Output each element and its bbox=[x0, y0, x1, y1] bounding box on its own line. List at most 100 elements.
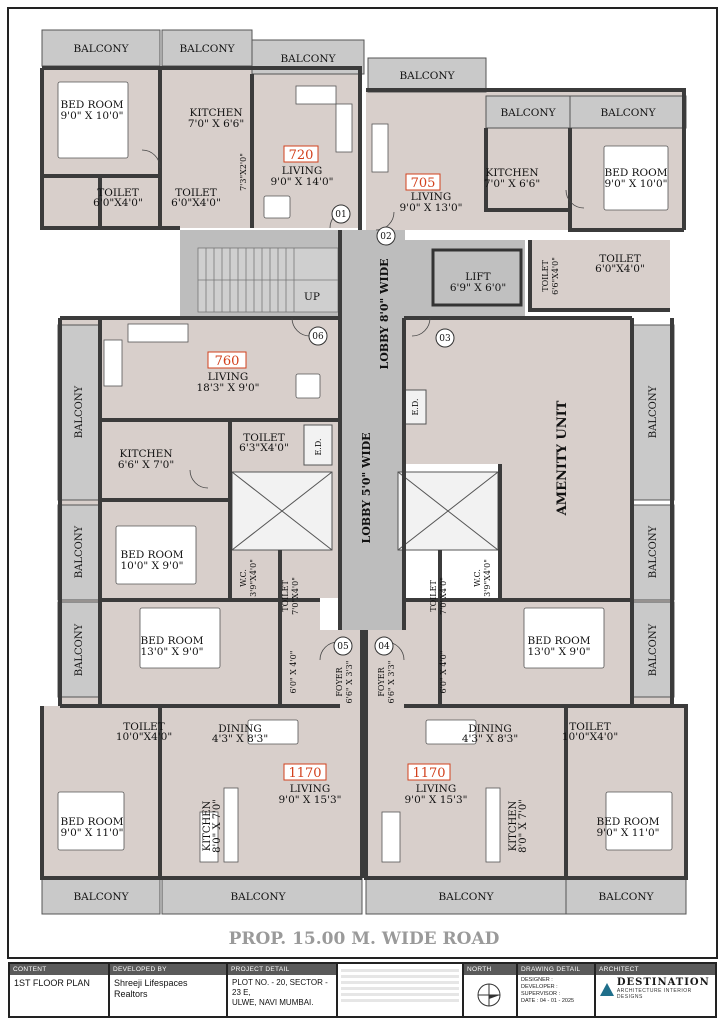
foyer-dim: 6'6" X 3'3" bbox=[387, 661, 396, 704]
lift-label: LIFT bbox=[465, 271, 490, 283]
architect-logo-icon bbox=[600, 982, 614, 996]
bedroom-label: BED ROOM bbox=[527, 635, 590, 647]
lift-dim: 6'9" X 6'0" bbox=[450, 282, 506, 294]
living-label: LIVING bbox=[411, 191, 451, 203]
up-label: UP bbox=[304, 291, 320, 303]
duct-dim: 7'3"X2'0" bbox=[239, 153, 248, 191]
wc-dim: 3'9"X4'0" bbox=[483, 559, 492, 597]
balcony-label: BALCONY bbox=[648, 525, 659, 578]
floor-plan: BALCONY BALCONY BALCONY BALCONY BALCONY … bbox=[7, 7, 718, 959]
bedroom-label: BED ROOM bbox=[60, 816, 123, 828]
architect-subtitle: ARCHITECTURE INTERIOR DESIGNS bbox=[616, 988, 692, 1000]
living-label: LIVING bbox=[282, 165, 322, 177]
architect-name: DESTINATION bbox=[616, 977, 710, 988]
toilet-dim: 10'0"X4'0" bbox=[116, 731, 172, 743]
bedroom-dim: 9'0" X 10'0" bbox=[605, 178, 668, 190]
drawing-cell: DRAWING DETAIL DESIGNER : DEVELOPER : SU… bbox=[518, 964, 596, 1016]
wc-label: W.C. bbox=[239, 569, 248, 587]
drawing-header: DRAWING DETAIL bbox=[518, 964, 594, 975]
north-header: NORTH bbox=[464, 964, 516, 975]
project-line-2: ULWE, NAVI MUMBAI. bbox=[232, 998, 314, 1007]
bedroom-dim: 9'0" X 10'0" bbox=[61, 110, 124, 122]
kitchen-label: KITCHEN bbox=[508, 800, 519, 851]
title-block: CONTENT 1ST FLOOR PLAN DEVELOPED BY Shre… bbox=[8, 962, 717, 1018]
bedroom-dim: 13'0" X 9'0" bbox=[141, 646, 204, 658]
amenity-label: AMENITY UNIT bbox=[555, 400, 570, 516]
foyer-label: FOYER bbox=[335, 666, 344, 696]
kitchen-label: KITCHEN bbox=[119, 448, 172, 460]
dining-dim: 4'3" X 8'3" bbox=[462, 733, 518, 745]
living-dim: 9'0" X 14'0" bbox=[271, 176, 334, 188]
developer-value: Shreeji Lifespaces Realtors bbox=[114, 978, 188, 999]
kitchen-dim: 8'0" X 7'0" bbox=[212, 799, 223, 853]
toilet-label: TOILET bbox=[429, 580, 438, 612]
toilet-label: TOILET bbox=[97, 187, 138, 199]
room-labels: BALCONY BALCONY BALCONY BALCONY BALCONY … bbox=[60, 43, 667, 903]
designer-field: DESIGNER : bbox=[521, 977, 553, 983]
toilet-dim: 6'0"X4'0" bbox=[595, 263, 645, 275]
kitchen-dim: 7'0" X 6'6" bbox=[188, 118, 244, 130]
living-dim: 18'3" X 9'0" bbox=[197, 382, 260, 394]
toilet-label: TOILET bbox=[243, 432, 284, 444]
flat-number: 03 bbox=[439, 334, 451, 344]
balcony-label: BALCONY bbox=[74, 385, 85, 438]
developer-header: DEVELOPED BY bbox=[110, 964, 226, 975]
balcony-label: BALCONY bbox=[399, 70, 455, 82]
kitchen-dim: 8'0" X 7'0" bbox=[518, 799, 529, 853]
toilet-label: TOILET bbox=[569, 721, 610, 733]
balcony-label: BALCONY bbox=[73, 43, 129, 55]
balcony-label: BALCONY bbox=[500, 107, 556, 119]
flat-number: 01 bbox=[335, 210, 346, 220]
flat-number-markers: 01 02 03 04 05 06 bbox=[308, 204, 455, 656]
toilet-label: TOILET bbox=[175, 187, 216, 199]
living-dim: 9'0" X 13'0" bbox=[400, 202, 463, 214]
unit-number: 1170 bbox=[412, 766, 445, 781]
bedroom-label: BED ROOM bbox=[596, 816, 659, 828]
flat-number: 04 bbox=[378, 642, 390, 652]
toilet-label: TOILET bbox=[123, 721, 164, 733]
balcony-label: BALCONY bbox=[648, 385, 659, 438]
kitchen-label: KITCHEN bbox=[485, 167, 538, 179]
unit-numbers: 720 705 760 1170 1170 bbox=[207, 145, 451, 781]
toilet-dim: 6'0"X4'0" bbox=[93, 197, 143, 209]
north-cell: NORTH bbox=[464, 964, 518, 1016]
balcony-label: BALCONY bbox=[179, 43, 235, 55]
balcony-label: BALCONY bbox=[648, 623, 659, 676]
living-dim: 9'0" X 15'3" bbox=[279, 794, 342, 806]
lobby-8-label: LOBBY 8'0" WIDE bbox=[378, 258, 391, 369]
content-value: 1ST FLOOR PLAN bbox=[14, 978, 90, 988]
bedroom-label: BED ROOM bbox=[140, 635, 203, 647]
developer-cell: DEVELOPED BY Shreeji Lifespaces Realtors bbox=[110, 964, 228, 1016]
rotated-labels: BALCONY BALCONY BALCONY BALCONY BALCONY … bbox=[74, 385, 659, 852]
unit-number: 720 bbox=[289, 148, 314, 163]
content-cell: CONTENT 1ST FLOOR PLAN bbox=[10, 964, 110, 1016]
project-header: PROJECT DETAIL bbox=[228, 964, 336, 975]
ducts bbox=[231, 389, 499, 551]
balcony-label: BALCONY bbox=[74, 623, 85, 676]
passage-dim: 6'0" X 4'0" bbox=[439, 651, 448, 694]
kitchen-dim: 7'0" X 6'6" bbox=[484, 178, 540, 190]
north-arrow-icon bbox=[477, 983, 501, 1007]
notes-cell bbox=[338, 964, 464, 1016]
toilet-dim: 6'0"X4'0" bbox=[171, 197, 221, 209]
bedroom-label: BED ROOM bbox=[120, 549, 183, 561]
balcony-label: BALCONY bbox=[74, 525, 85, 578]
toilet-label: TOILET bbox=[541, 260, 550, 292]
toilet-dim: 10'0"X4'0" bbox=[562, 731, 618, 743]
foyer-label: FOYER bbox=[377, 666, 386, 696]
road-label: PROP. 15.00 M. WIDE ROAD bbox=[229, 929, 500, 949]
balcony-label: BALCONY bbox=[438, 891, 494, 903]
toilet-dim: 7'0"X4'0" bbox=[439, 577, 448, 615]
supervisor-field: SUPERVISOR : bbox=[521, 991, 561, 997]
toilet-dim: 7'0"X4'0" bbox=[291, 577, 300, 615]
furniture bbox=[57, 81, 673, 863]
developer-field: DEVELOPER : bbox=[521, 984, 558, 990]
walls bbox=[40, 66, 688, 880]
wc-label: W.C. bbox=[473, 569, 482, 587]
ed-label: E.D. bbox=[411, 398, 420, 415]
bedroom-label: BED ROOM bbox=[604, 167, 667, 179]
toilet-dim: 6'3"X4'0" bbox=[239, 442, 289, 454]
flat-number: 02 bbox=[380, 232, 391, 242]
balcony-label: BALCONY bbox=[230, 891, 286, 903]
project-line-1: PLOT NO. - 20, SECTOR - 23 E, bbox=[232, 978, 328, 997]
